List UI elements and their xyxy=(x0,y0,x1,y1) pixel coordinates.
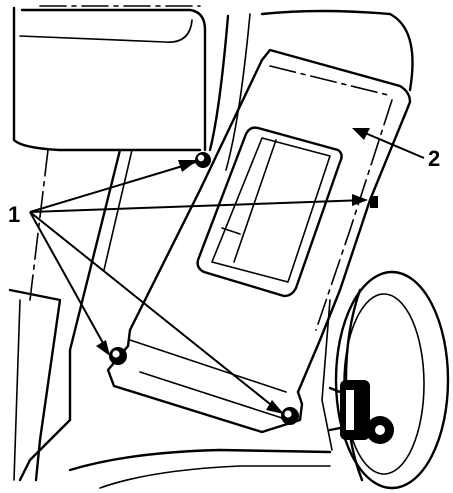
housing-frame xyxy=(12,5,207,152)
fastener-lower-left xyxy=(109,347,127,365)
wheel-hub xyxy=(328,380,394,444)
callout-1-leaders xyxy=(29,160,368,414)
left-frame xyxy=(8,148,133,482)
cover-window xyxy=(196,126,343,298)
callout-2-label: 2 xyxy=(428,146,440,171)
bottom-shelf xyxy=(68,448,332,489)
cover-plate xyxy=(106,48,412,434)
fastener-right xyxy=(370,196,378,208)
fastener-upper xyxy=(195,152,211,168)
callout-1-label: 1 xyxy=(8,202,20,227)
callout-2-leader xyxy=(352,128,425,159)
fastener-lower-right xyxy=(281,407,299,425)
wheel xyxy=(321,270,450,490)
